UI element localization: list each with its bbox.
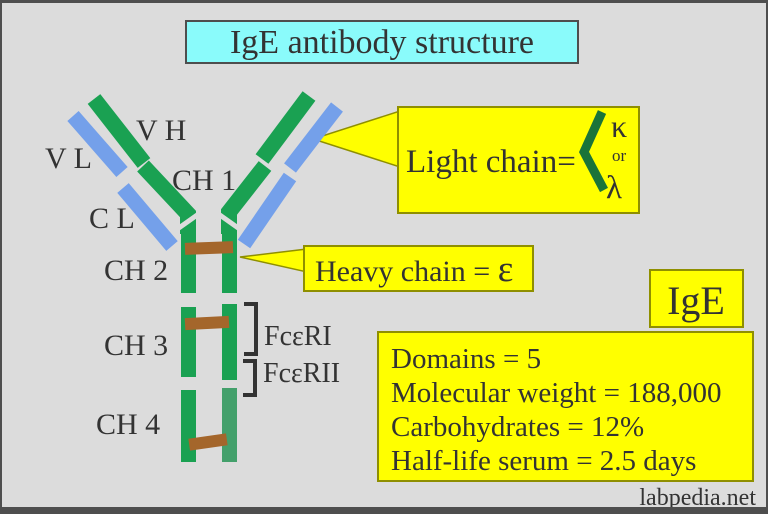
left-heavy-chain-variable-segment — [87, 94, 151, 168]
lambda-symbol: λ — [606, 170, 622, 206]
ch4-right-bar — [222, 388, 237, 462]
ch2-disulfide-bond — [184, 241, 234, 255]
page-title: IgE antibody structure — [230, 24, 534, 61]
right-light-chain-constant-segment — [237, 172, 297, 249]
frame-right — [766, 0, 768, 514]
fact-domains: Domains = 5 — [391, 343, 541, 375]
watermark: labpedia.net — [639, 485, 756, 511]
title-box — [185, 20, 579, 64]
facts-box — [377, 331, 754, 482]
ch3-left-bar — [181, 307, 196, 377]
frame-top — [0, 0, 768, 3]
left-hinge-gap — [174, 210, 202, 233]
right-heavy-chain-variable-segment — [255, 91, 316, 164]
fact-molecular-weight: Molecular weight = 188,000 — [391, 377, 721, 409]
ige-box — [649, 269, 744, 328]
or-text: or — [612, 146, 627, 165]
kappa-symbol: κ — [611, 108, 627, 144]
fact-carbohydrates: Carbohydrates = 12% — [391, 411, 644, 443]
frame-left — [0, 0, 2, 514]
ch1-label: CH 1 — [172, 164, 236, 197]
ch2-right-bar — [222, 220, 237, 293]
ch2-left-bar — [181, 220, 196, 293]
left-light-chain-variable-segment — [67, 111, 128, 177]
right-light-chain-variable-segment — [284, 102, 343, 173]
fcerii-bracket — [243, 359, 257, 397]
kappa-lambda-chevron-icon — [578, 110, 608, 193]
ch3-label: CH 3 — [104, 329, 168, 362]
left-light-chain-constant-segment — [117, 183, 178, 251]
ch4-disulfide-bond — [188, 433, 228, 451]
fact-half-life: Half-life serum = 2.5 days — [391, 445, 696, 477]
heavy-chain-callout-box — [303, 245, 534, 292]
ch2-label: CH 2 — [104, 254, 168, 287]
light-chain-label: Light chain= — [406, 144, 576, 180]
epsilon-symbol: ε — [498, 249, 514, 290]
fcerii-label: FcεRII — [263, 358, 340, 389]
heavy-chain-callout-pointer — [239, 248, 308, 273]
ch4-label: CH 4 — [96, 408, 160, 441]
ch3-disulfide-bond — [184, 315, 230, 331]
ch4-left-bar — [181, 390, 196, 462]
vh-label: V H — [136, 114, 186, 147]
ige-label: IgE — [667, 278, 725, 323]
heavy-chain-label: Heavy chain = ε — [315, 249, 513, 290]
fceri-label: FcεRI — [264, 321, 332, 352]
right-hinge-gap — [215, 210, 243, 233]
ch3-right-bar — [222, 304, 237, 380]
vl-label: V L — [45, 142, 92, 175]
cl-label: C L — [89, 202, 135, 235]
heavy-chain-label-prefix: Heavy chain = — [315, 255, 498, 288]
frame-bottom — [0, 507, 768, 514]
fceri-bracket — [244, 302, 258, 356]
